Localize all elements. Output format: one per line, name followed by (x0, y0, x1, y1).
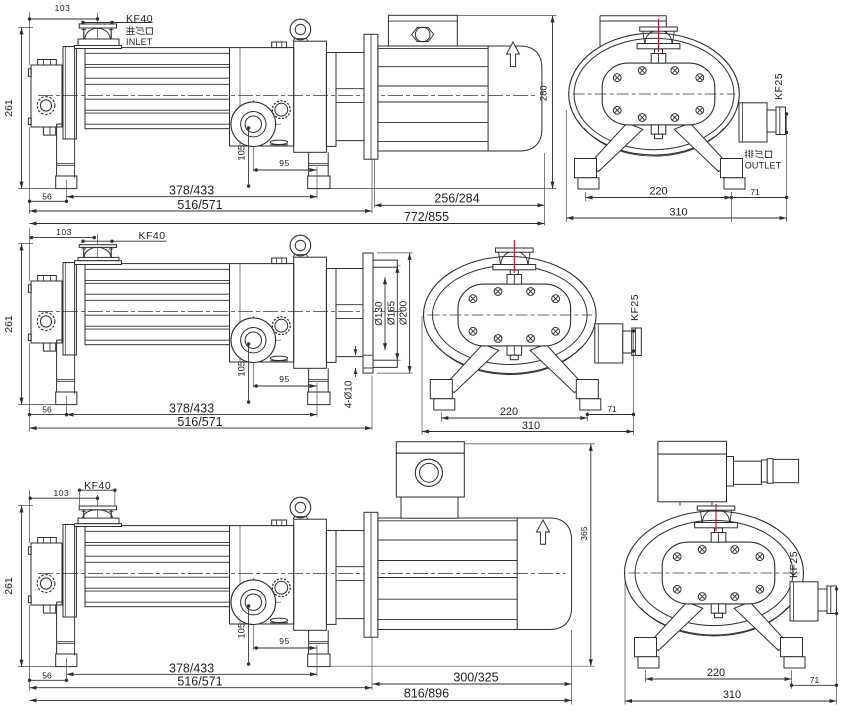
svg-text:261: 261 (3, 315, 15, 333)
svg-text:378/433: 378/433 (169, 661, 214, 675)
svg-text:KF25: KF25 (773, 73, 785, 100)
svg-text:Ø165: Ø165 (386, 300, 397, 325)
svg-text:Ø130: Ø130 (374, 301, 385, 326)
svg-text:56: 56 (42, 405, 52, 415)
svg-text:56: 56 (42, 670, 52, 680)
svg-text:95: 95 (279, 374, 289, 384)
svg-text:261: 261 (3, 99, 15, 117)
svg-text:310: 310 (669, 206, 687, 218)
svg-text:816/896: 816/896 (404, 687, 449, 701)
svg-text:300/325: 300/325 (453, 670, 498, 684)
svg-text:516/571: 516/571 (177, 415, 222, 429)
svg-text:71: 71 (750, 187, 760, 197)
svg-text:310: 310 (723, 689, 741, 701)
svg-text:310: 310 (522, 420, 540, 432)
svg-text:KF40: KF40 (139, 230, 166, 242)
svg-text:KF25: KF25 (788, 551, 800, 578)
svg-text:KF40: KF40 (84, 480, 111, 492)
svg-text:772/855: 772/855 (404, 210, 449, 224)
svg-text:256/284: 256/284 (434, 192, 479, 206)
svg-text:103: 103 (54, 488, 70, 498)
svg-text:516/571: 516/571 (177, 198, 222, 212)
svg-text:516/571: 516/571 (177, 675, 222, 689)
svg-text:103: 103 (55, 3, 71, 13)
svg-text:365: 365 (579, 526, 589, 540)
svg-text:103: 103 (56, 227, 72, 237)
svg-text:220: 220 (500, 406, 518, 418)
svg-text:71: 71 (810, 675, 820, 685)
svg-text:378/433: 378/433 (169, 184, 214, 198)
svg-text:4-Ø10: 4-Ø10 (344, 380, 355, 408)
svg-text:220: 220 (707, 667, 725, 679)
svg-text:71: 71 (607, 404, 617, 414)
svg-text:INLET: INLET (126, 37, 153, 47)
svg-text:280: 280 (539, 85, 550, 101)
svg-text:Ø200: Ø200 (399, 300, 410, 325)
svg-text:95: 95 (279, 636, 289, 646)
svg-text:105: 105 (237, 361, 248, 377)
svg-text:220: 220 (649, 186, 667, 198)
svg-text:KF25: KF25 (629, 294, 641, 321)
svg-text:378/433: 378/433 (169, 402, 214, 416)
svg-text:56: 56 (42, 191, 52, 201)
svg-text:KF40: KF40 (126, 13, 153, 25)
svg-text:OUTLET: OUTLET (745, 161, 782, 171)
svg-text:105: 105 (237, 623, 248, 639)
svg-text:261: 261 (3, 577, 15, 595)
svg-text:105: 105 (237, 145, 248, 161)
svg-text:95: 95 (279, 158, 289, 168)
